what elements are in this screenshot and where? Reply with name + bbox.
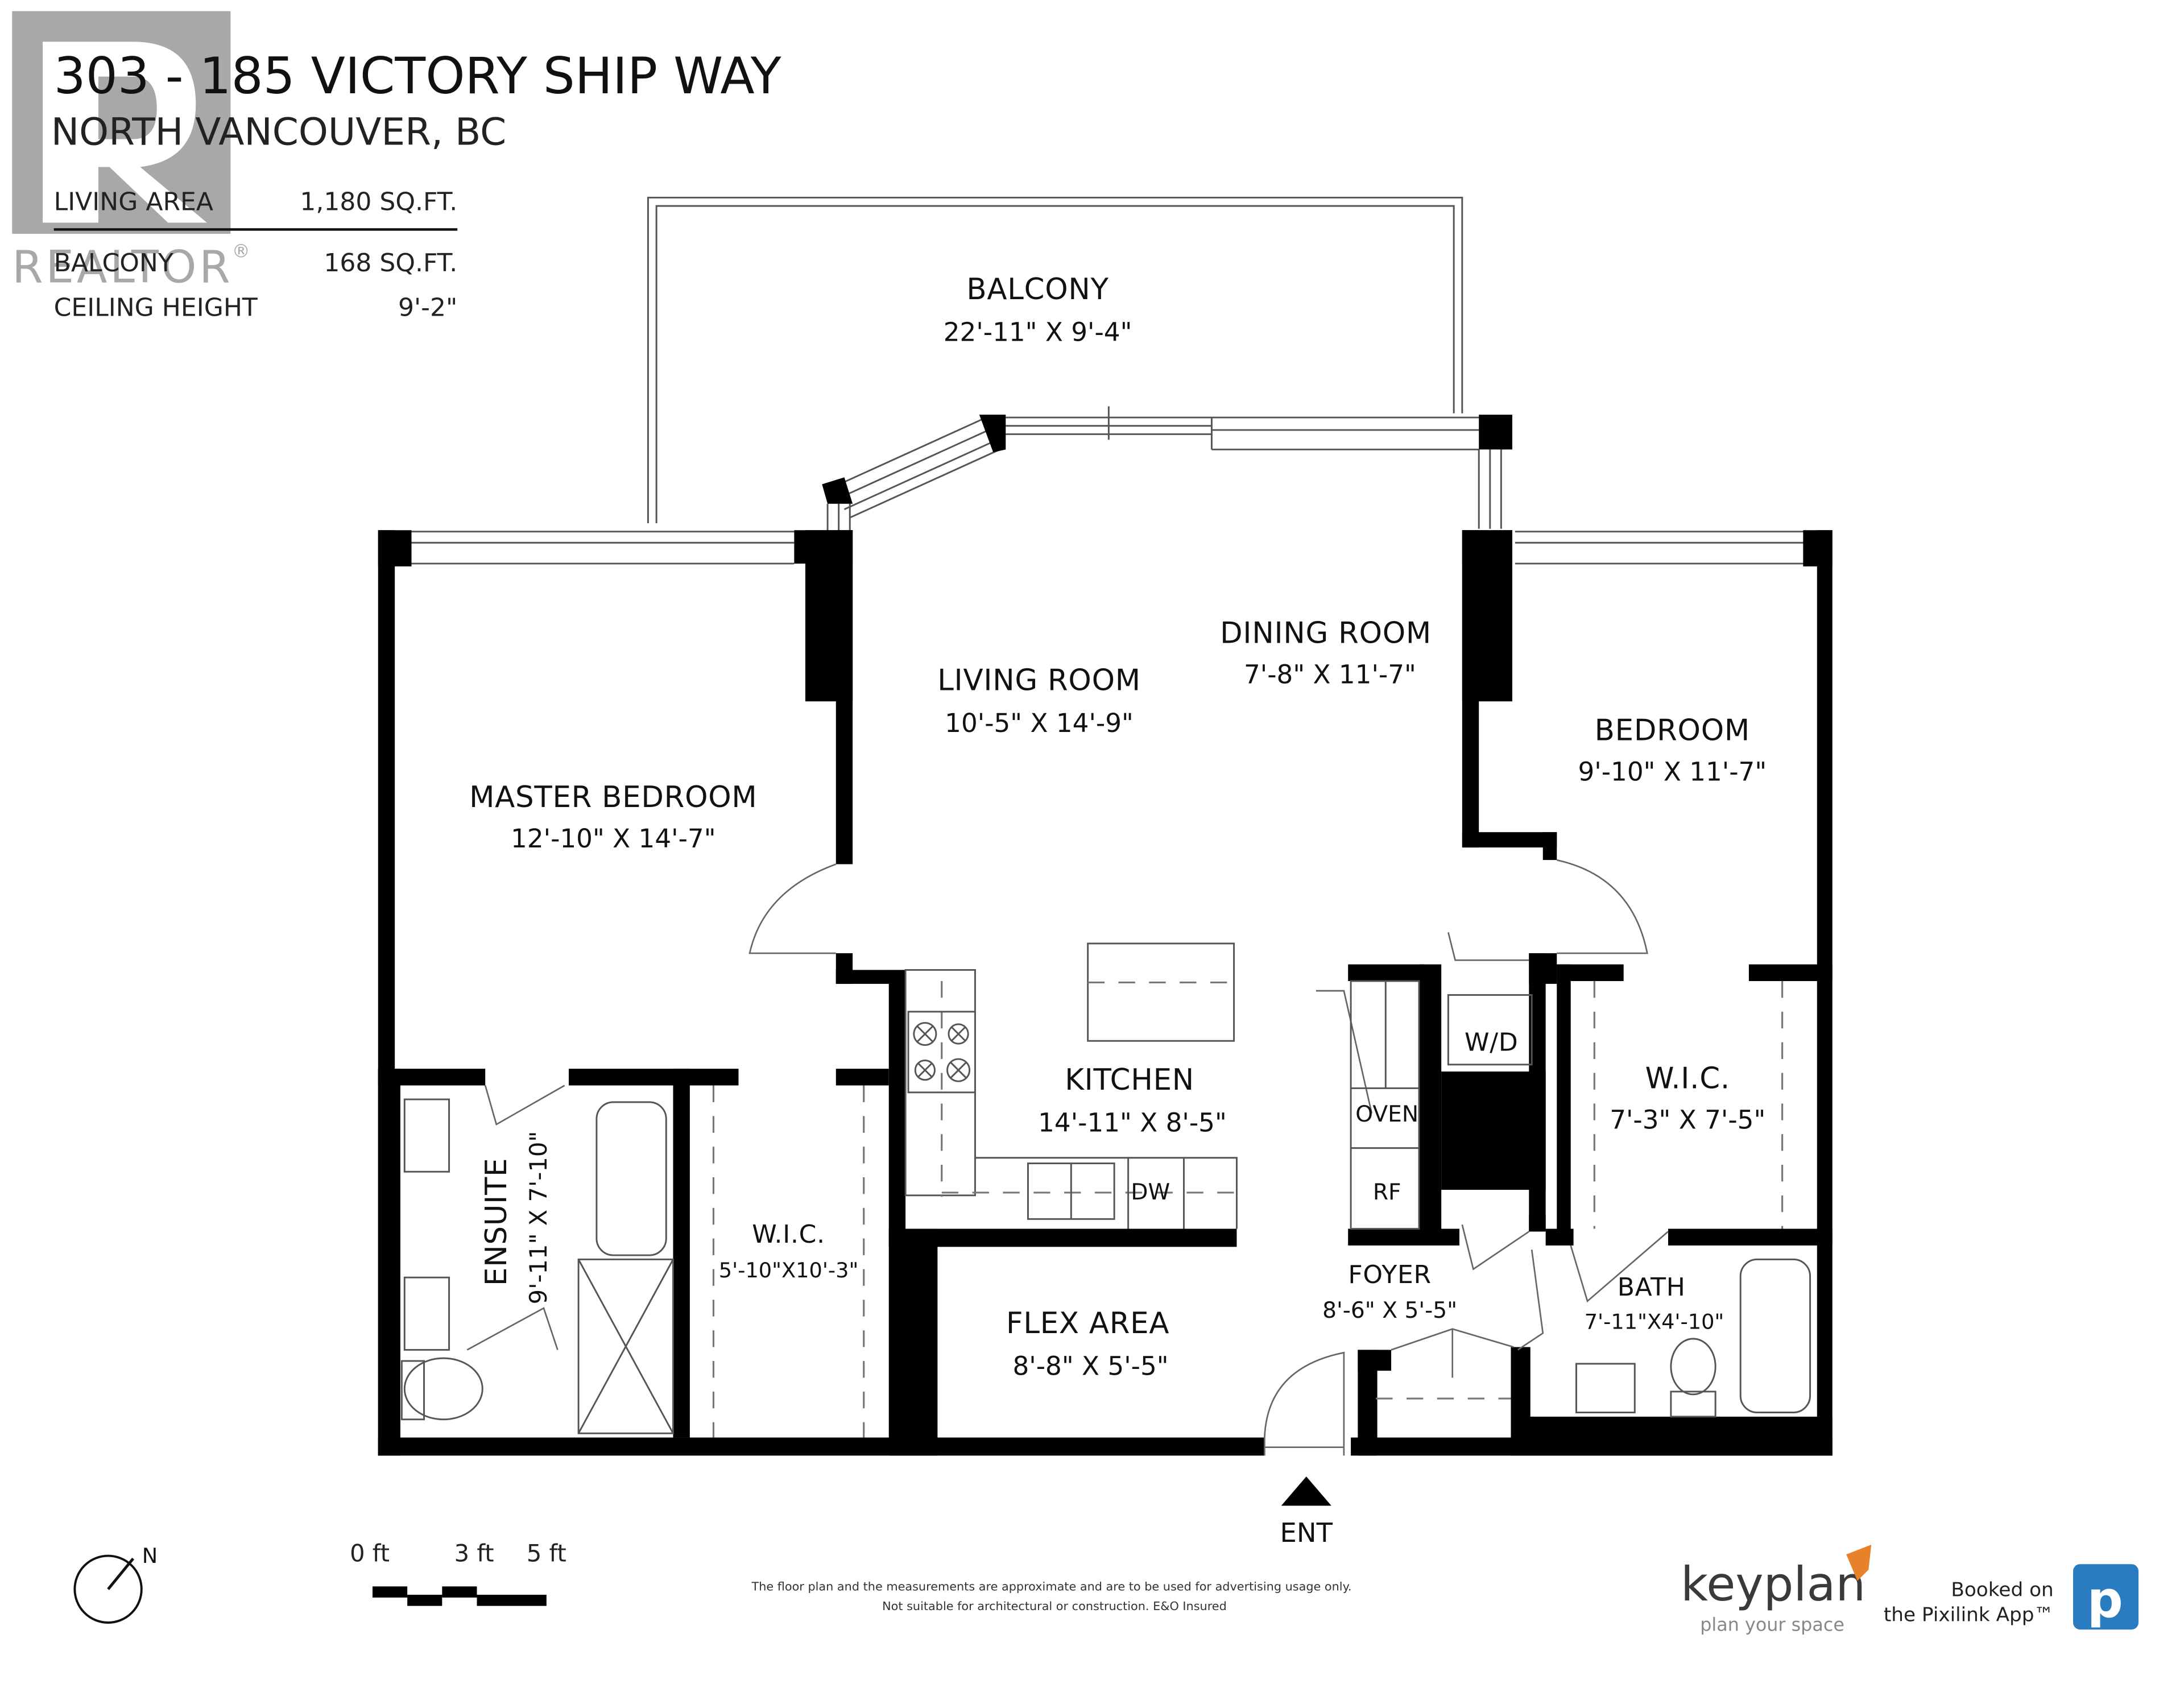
utility-fixtures: OVEN RF W/D [1350,980,1533,1230]
vanity-sink-icon [403,1098,450,1173]
bathtub-icon [1739,1258,1811,1413]
room-name-ensuite: ENSUITE [479,1158,514,1286]
room-labels: BALCONY 22'-11" X 9'-4" LIVING ROOM 10'-… [469,272,1767,1381]
kitchen-counter-left [904,969,976,1197]
bedroom-windows [411,531,1817,565]
scale-tick-3: 3 ft [454,1539,494,1567]
washer-dryer [1447,994,1533,1066]
walls [378,415,1833,1456]
vanity-sink-icon [403,1276,450,1351]
room-dims-ensuite: 9'-11" X 7'-10" [524,1131,552,1305]
room-dims-living-room: 10'-5" X 14'-9" [945,708,1134,738]
room-name-kitchen: KITCHEN [1065,1063,1194,1097]
stat-value-ceiling-height: 9'-2" [398,293,457,322]
compass: N [73,1544,158,1624]
ensuite-fixtures [400,1098,674,1434]
pixilink-line-2: the Pixilink App™ [1884,1604,2054,1627]
toilet-icon [403,1357,483,1421]
entrance-arrow-icon [1281,1476,1331,1506]
disclaimer: The floor plan and the measurements are … [751,1580,1352,1613]
shower-icon [577,1258,674,1434]
kitchen-fixtures: DW [904,942,1238,1229]
floor-plan: DW OVEN RF W/D [378,196,1833,1548]
room-dims-bedroom: 9'-10" X 11'-7" [1578,757,1767,787]
realtor-registered-mark: ® [232,241,250,262]
pixilink-line-1: Booked on [1951,1579,2053,1602]
room-name-master-bedroom: MASTER BEDROOM [469,780,757,814]
room-dims-flex-area: 8'-8" X 5'-5" [1013,1351,1169,1381]
stat-label-balcony: BALCONY [54,249,173,278]
entrance-label: ENT [1280,1517,1333,1548]
pixilink-badge: Booked on the Pixilink App™ p [1884,1564,2139,1630]
ensuite-dims-group: 9'-11" X 7'-10" [524,1131,552,1305]
balcony-outline [647,196,1463,524]
room-dims-wic-right: 7'-3" X 7'-5" [1610,1104,1765,1135]
kitchen-island [1087,942,1235,1042]
room-name-bath: BATH [1618,1273,1686,1302]
realtor-watermark: REALTOR ® [12,11,250,293]
balcony-sliding-door [826,406,1502,532]
property-header: 303 - 185 VICTORY SHIP WAY NORTH VANCOUV… [51,47,781,322]
bath-sink-icon [1575,1363,1636,1413]
toilet-icon [1670,1338,1716,1396]
cooktop [907,1011,976,1094]
pixilink-p-letter: p [2087,1570,2123,1629]
room-name-balcony: BALCONY [966,272,1108,307]
bathtub-icon [595,1101,667,1256]
stat-label-ceiling-height: CEILING HEIGHT [54,293,258,322]
scale-tick-5: 5 ft [527,1539,566,1567]
page-subtitle: NORTH VANCOUVER, BC [51,110,507,154]
realtor-r-icon [43,42,207,223]
disclaimer-line-2: Not suitable for architectural or constr… [882,1599,1227,1613]
stove-burner-icons [913,1021,971,1082]
dishwasher-label: DW [1131,1180,1170,1205]
stat-value-living-area: 1,180 SQ.FT. [300,187,457,216]
room-dims-kitchen: 14'-11" X 8'-5" [1038,1107,1227,1137]
compass-needle-icon [107,1557,135,1590]
bath-fixtures [1575,1258,1811,1418]
entrance-marker: ENT [1280,1476,1333,1548]
room-dims-wic-left: 5'-10"X10'-3" [719,1258,859,1282]
scale-bar: 0 ft 3 ft 5 ft [350,1539,566,1606]
keyplan-logo: keyplan plan your space [1681,1544,1872,1636]
room-name-dining-room: DINING ROOM [1220,616,1432,650]
room-dims-master-bedroom: 12'-10" X 14'-7" [511,824,715,854]
stats-divider [53,228,458,231]
room-name-wic-left: W.I.C. [752,1220,825,1249]
room-dims-foyer: 8'-6" X 5'-5" [1322,1298,1457,1323]
room-name-flex-area: FLEX AREA [1006,1306,1169,1341]
scale-tick-0: 0 ft [350,1539,390,1567]
realtor-text: REALTOR [12,242,233,293]
stat-value-balcony: 168 SQ.FT. [324,249,457,278]
room-name-living-room: LIVING ROOM [937,664,1141,698]
room-name-foyer: FOYER [1348,1260,1432,1289]
page-title: 303 - 185 VICTORY SHIP WAY [54,47,781,105]
fridge-label: RF [1373,1180,1401,1205]
washer-dryer-label: W/D [1465,1028,1518,1057]
closet-rods [712,981,1784,1438]
compass-circle-icon [73,1554,143,1624]
keyplan-tagline: plan your space [1700,1615,1844,1636]
room-dims-dining-room: 7'-8" X 11'-7" [1244,659,1416,689]
compass-north-label: N [142,1544,158,1568]
oven-label: OVEN [1355,1102,1418,1127]
keyplan-fox-icon [1846,1544,1872,1581]
keyplan-wordmark: keyplan [1681,1557,1866,1612]
pixilink-app-icon [2073,1564,2139,1630]
disclaimer-line-1: The floor plan and the measurements are … [751,1580,1352,1594]
doors [466,859,1669,1456]
room-dims-balcony: 22'-11" X 9'-4" [944,317,1132,347]
room-name-wic-right: W.I.C. [1645,1061,1730,1095]
ensuite-label-group: ENSUITE [479,1158,514,1286]
stat-label-living-area: LIVING AREA [54,187,213,216]
room-name-bedroom: BEDROOM [1595,714,1750,748]
room-dims-bath: 7'-11"X4'-10" [1585,1310,1724,1334]
